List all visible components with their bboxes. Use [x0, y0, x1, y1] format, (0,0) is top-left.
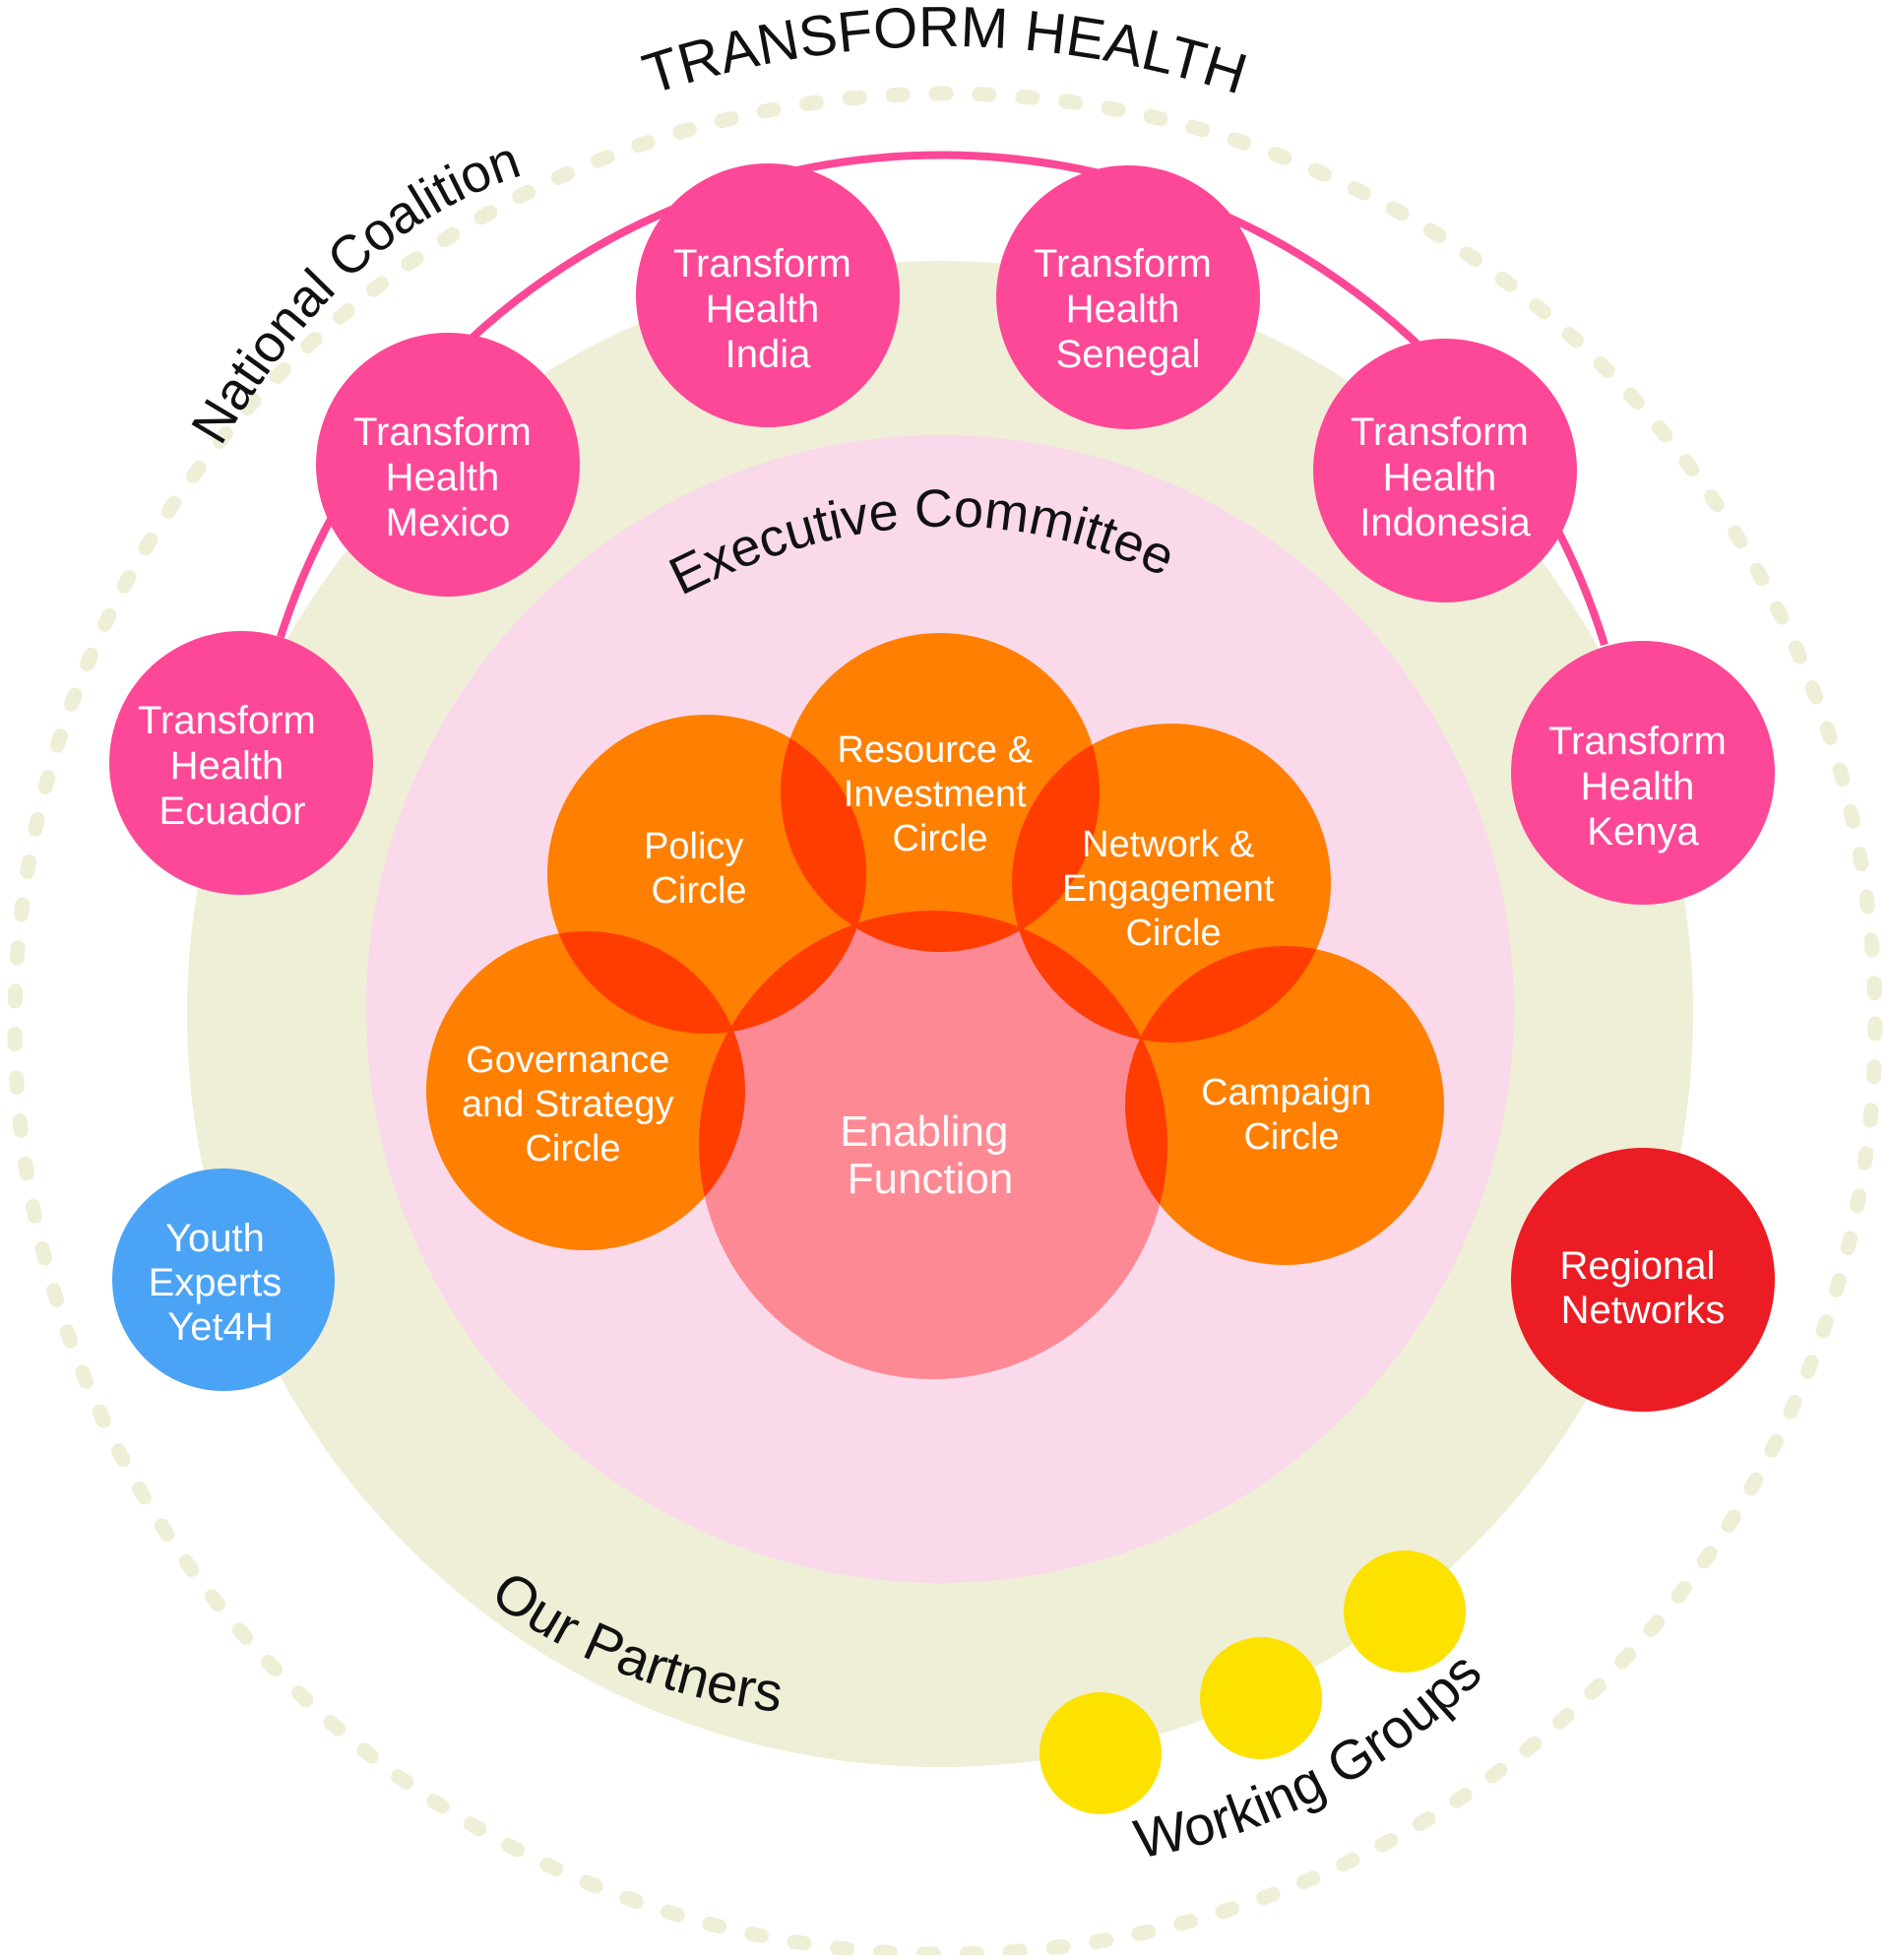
overlap-network-campaign [1125, 946, 1331, 1043]
working-groups-dots [1040, 1550, 1466, 1814]
regional-networks-label: Regional Networks [1559, 1244, 1726, 1332]
overlap-policy-governance [547, 931, 745, 1034]
coalition-ecuador-circle [109, 631, 373, 895]
coalition-ecuador-label: Transform Health Ecuador [138, 699, 327, 833]
working-group-dot-1 [1040, 1692, 1162, 1814]
campaign-circle-label: Campaign Circle [1201, 1072, 1382, 1158]
working-group-dot-3 [1344, 1550, 1466, 1673]
regional-networks-circle [1511, 1148, 1775, 1412]
overlap-resource-network [1012, 724, 1100, 952]
coalition-indonesia-label: Transform Health Indonesia [1351, 411, 1540, 544]
coalition-mexico-label: Transform Health Mexico [353, 411, 542, 544]
youth-experts-circle [112, 1169, 335, 1391]
governance-circle-label: Governance and Strategy Circle [462, 1040, 684, 1170]
coalition-senegal-label: Transform Health Senegal [1034, 242, 1223, 376]
coalition-indonesia-circle [1313, 339, 1577, 602]
coalition-kenya-label: Transform Health Kenya [1548, 720, 1737, 854]
overlap-resource-policy [781, 715, 866, 952]
coalition-kenya-circle [1511, 641, 1775, 905]
coalition-india-label: Transform Health India [673, 242, 862, 376]
coalition-mexico-circle [316, 333, 580, 597]
national-coalition-nodes: Transform Health Ecuador Transform Healt… [109, 163, 1775, 905]
coalition-india-circle [636, 163, 900, 427]
working-group-dot-2 [1200, 1637, 1322, 1759]
network-circle-label: Network & Engagement Circle [1062, 824, 1285, 954]
youth-experts-label: Youth Experts Yet4H [149, 1217, 293, 1349]
enabling-function-circle [699, 911, 1167, 1379]
coalition-senegal-circle [996, 165, 1260, 429]
policy-circle-label: Policy Circle [644, 826, 754, 912]
enabling-function-label: Enabling Function [840, 1107, 1021, 1203]
dashed-outer-boundary [7, 86, 1883, 1960]
resource-circle-label: Resource & Investment Circle [837, 729, 1042, 859]
